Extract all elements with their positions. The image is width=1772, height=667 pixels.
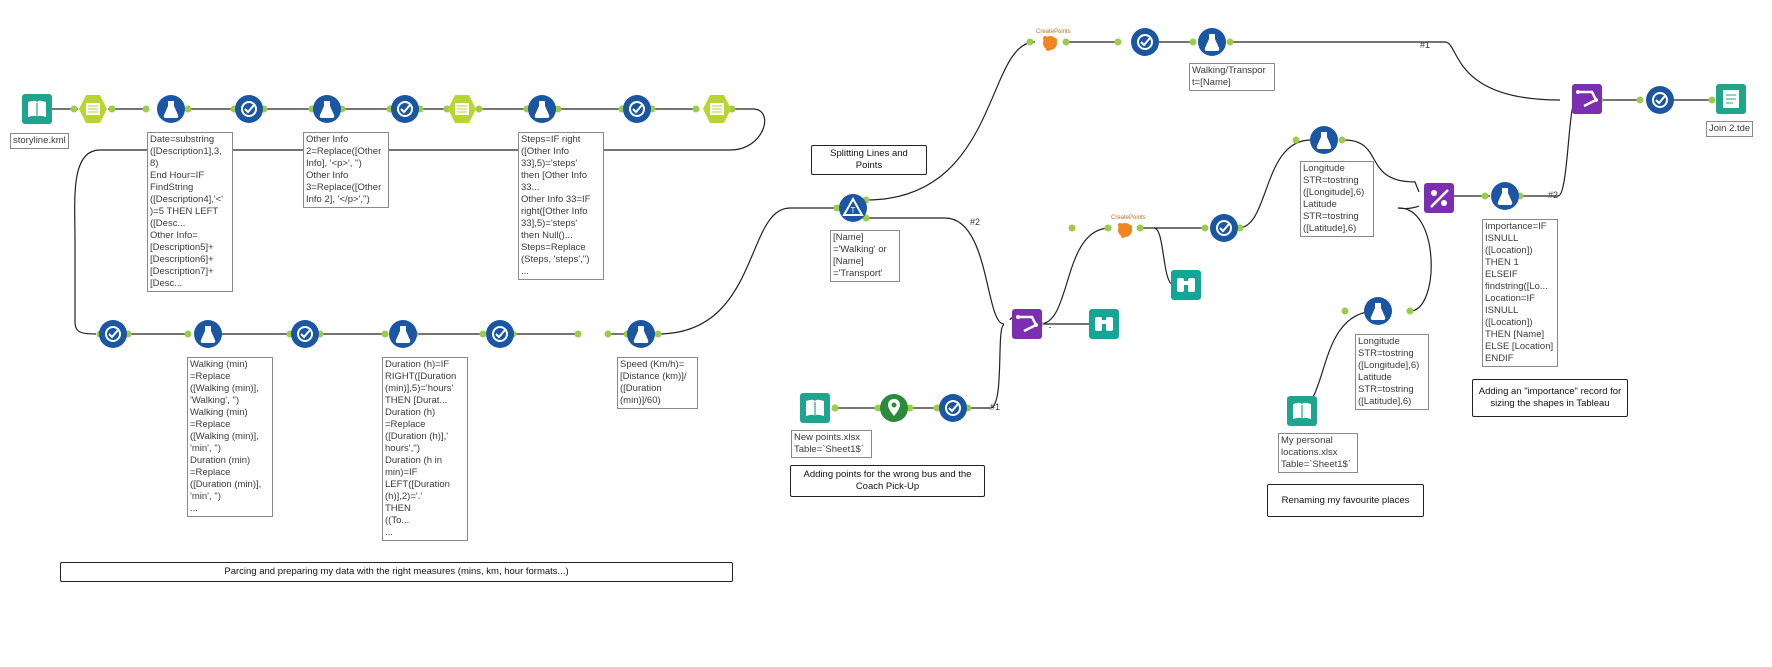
check-circle-icon bbox=[1210, 214, 1238, 242]
text-to-columns-tool-2[interactable] bbox=[447, 94, 477, 124]
flask-icon bbox=[1310, 126, 1338, 154]
formula-tool-walking[interactable] bbox=[193, 319, 223, 349]
location-tool[interactable] bbox=[879, 393, 909, 423]
importance-formula-label: Importance=IF ISNULL ([Location]) THEN 1… bbox=[1482, 219, 1558, 367]
annotation-splitting: Splitting Lines and Points bbox=[811, 145, 927, 175]
createpoints-tool-1[interactable] bbox=[1035, 28, 1065, 58]
longitude-formula1-label: Longitude STR=tostring ([Longitude],6) L… bbox=[1300, 161, 1374, 237]
binoculars-icon bbox=[1089, 309, 1119, 339]
check-circle-icon bbox=[391, 95, 419, 123]
input-data-tool-personal-locations[interactable] bbox=[1287, 396, 1317, 426]
check-circle-icon bbox=[939, 394, 967, 422]
formula-tool-1[interactable] bbox=[156, 94, 186, 124]
select-tool-1[interactable] bbox=[234, 94, 264, 124]
createpoints-icon bbox=[1118, 223, 1132, 238]
output-label: Join 2.tde bbox=[1706, 121, 1754, 137]
spatial-icon bbox=[1012, 309, 1042, 339]
select-tool-6[interactable] bbox=[485, 319, 515, 349]
annotation-parsing: Parcing and preparing my data with the r… bbox=[60, 562, 733, 582]
longitude-formula2-label: Longitude STR=tostring ([Longitude],6) L… bbox=[1355, 334, 1429, 410]
spatial-icon bbox=[1572, 84, 1602, 114]
createpoints-tool-2[interactable] bbox=[1110, 215, 1140, 245]
storyline-input-label: storyline.kml bbox=[10, 133, 69, 149]
createpoints2-caption: CreatePoints bbox=[1111, 215, 1146, 221]
flask-icon bbox=[1491, 182, 1519, 210]
parse-icon bbox=[448, 95, 476, 123]
annotation-renaming: Renaming my favourite places bbox=[1267, 484, 1424, 517]
formula-tool-longitude-1[interactable] bbox=[1309, 125, 1339, 155]
output-data-tool[interactable] bbox=[1716, 84, 1746, 114]
connection-label-2-join: #2 bbox=[1548, 190, 1559, 200]
join-tool[interactable] bbox=[1424, 183, 1454, 213]
check-circle-icon bbox=[1646, 86, 1674, 114]
formula2-label: Other Info 2=Replace([Other Info], '<p>'… bbox=[303, 132, 389, 208]
input-data-tool-storyline[interactable] bbox=[22, 94, 52, 124]
filter-triangle-icon: T bbox=[839, 194, 867, 222]
check-circle-icon bbox=[235, 95, 263, 123]
select-tool-10[interactable] bbox=[938, 393, 968, 423]
parse-icon bbox=[703, 95, 731, 123]
select-tool-9[interactable] bbox=[1645, 85, 1675, 115]
formula-tool-walking-transport[interactable] bbox=[1197, 27, 1227, 57]
flask-icon bbox=[528, 95, 556, 123]
check-circle-icon bbox=[623, 95, 651, 123]
connection-label-1-top: #1 bbox=[1420, 40, 1431, 50]
output-book-icon bbox=[1716, 84, 1746, 114]
book-icon bbox=[800, 393, 830, 423]
connection-label-1-bottom: #1 bbox=[990, 402, 1001, 412]
flask-icon bbox=[389, 320, 417, 348]
formula-walking-label: Walking (min) =Replace ([Walking (min)],… bbox=[187, 357, 273, 517]
flask-icon bbox=[313, 95, 341, 123]
select-tool-4[interactable] bbox=[98, 319, 128, 349]
select-tool-3[interactable] bbox=[622, 94, 652, 124]
formula1-label: Date=substring ([Description1],3, 8) End… bbox=[147, 132, 233, 292]
binoculars-icon bbox=[1171, 270, 1201, 300]
formula-speed-label: Speed (Km/h)= [Distance (km)]/ ([Duratio… bbox=[617, 357, 698, 409]
flask-icon bbox=[627, 320, 655, 348]
connection-label-2-filter: #2 bbox=[970, 217, 981, 227]
personal-locations-label: My personal locations.xlsx Table=`Sheet1… bbox=[1278, 433, 1358, 473]
flask-icon bbox=[1364, 297, 1392, 325]
formula-tool-3[interactable] bbox=[527, 94, 557, 124]
select-tool-2[interactable] bbox=[390, 94, 420, 124]
input-data-tool-new-points[interactable] bbox=[800, 393, 830, 423]
formula-tool-speed[interactable] bbox=[626, 319, 656, 349]
createpoints-icon bbox=[1043, 36, 1057, 51]
annotation-importance: Adding an "importance" record for sizing… bbox=[1472, 379, 1628, 417]
walking-transport-label: Walking/Transpor t=[Name] bbox=[1189, 63, 1275, 91]
select-tool-7[interactable] bbox=[1130, 27, 1160, 57]
formula3-label: Steps=IF right ([Other Info 33],5)='step… bbox=[518, 132, 604, 280]
new-points-label: New points.xlsx Table=`Sheet1$` bbox=[791, 430, 872, 458]
filter-condition-label: [Name] ='Walking' or [Name] ='Transport' bbox=[830, 230, 900, 282]
annotation-adding-points: Adding points for the wrong bus and the … bbox=[790, 465, 985, 497]
formula-tool-2[interactable] bbox=[312, 94, 342, 124]
book-icon bbox=[1287, 396, 1317, 426]
formula-tool-longitude-2[interactable] bbox=[1363, 296, 1393, 326]
createpoints1-caption: CreatePoints bbox=[1036, 29, 1071, 35]
browse-tool-1[interactable] bbox=[1089, 309, 1119, 339]
check-circle-icon bbox=[1131, 28, 1159, 56]
formula-tool-duration[interactable] bbox=[388, 319, 418, 349]
join-icon bbox=[1424, 183, 1454, 213]
book-icon bbox=[22, 94, 52, 124]
browse-tool-2[interactable] bbox=[1171, 270, 1201, 300]
spatial-process-tool-1[interactable] bbox=[1012, 309, 1042, 339]
map-pin-icon bbox=[880, 394, 908, 422]
text-to-columns-tool-3[interactable] bbox=[702, 94, 732, 124]
select-tool-8[interactable] bbox=[1209, 213, 1239, 243]
parse-icon bbox=[79, 95, 107, 123]
filter-tool[interactable]: T bbox=[838, 193, 868, 223]
formula-duration-label: Duration (h)=IF RIGHT([Duration (min)],5… bbox=[382, 357, 468, 541]
check-circle-icon bbox=[99, 320, 127, 348]
formula-tool-importance[interactable] bbox=[1490, 181, 1520, 211]
flask-icon bbox=[194, 320, 222, 348]
check-circle-icon bbox=[486, 320, 514, 348]
flask-icon bbox=[1198, 28, 1226, 56]
spatial-process-tool-2[interactable] bbox=[1572, 84, 1602, 114]
select-tool-5[interactable] bbox=[290, 319, 320, 349]
svg-text:T: T bbox=[851, 206, 856, 215]
flask-icon bbox=[157, 95, 185, 123]
text-to-columns-tool-1[interactable] bbox=[78, 94, 108, 124]
check-circle-icon bbox=[291, 320, 319, 348]
